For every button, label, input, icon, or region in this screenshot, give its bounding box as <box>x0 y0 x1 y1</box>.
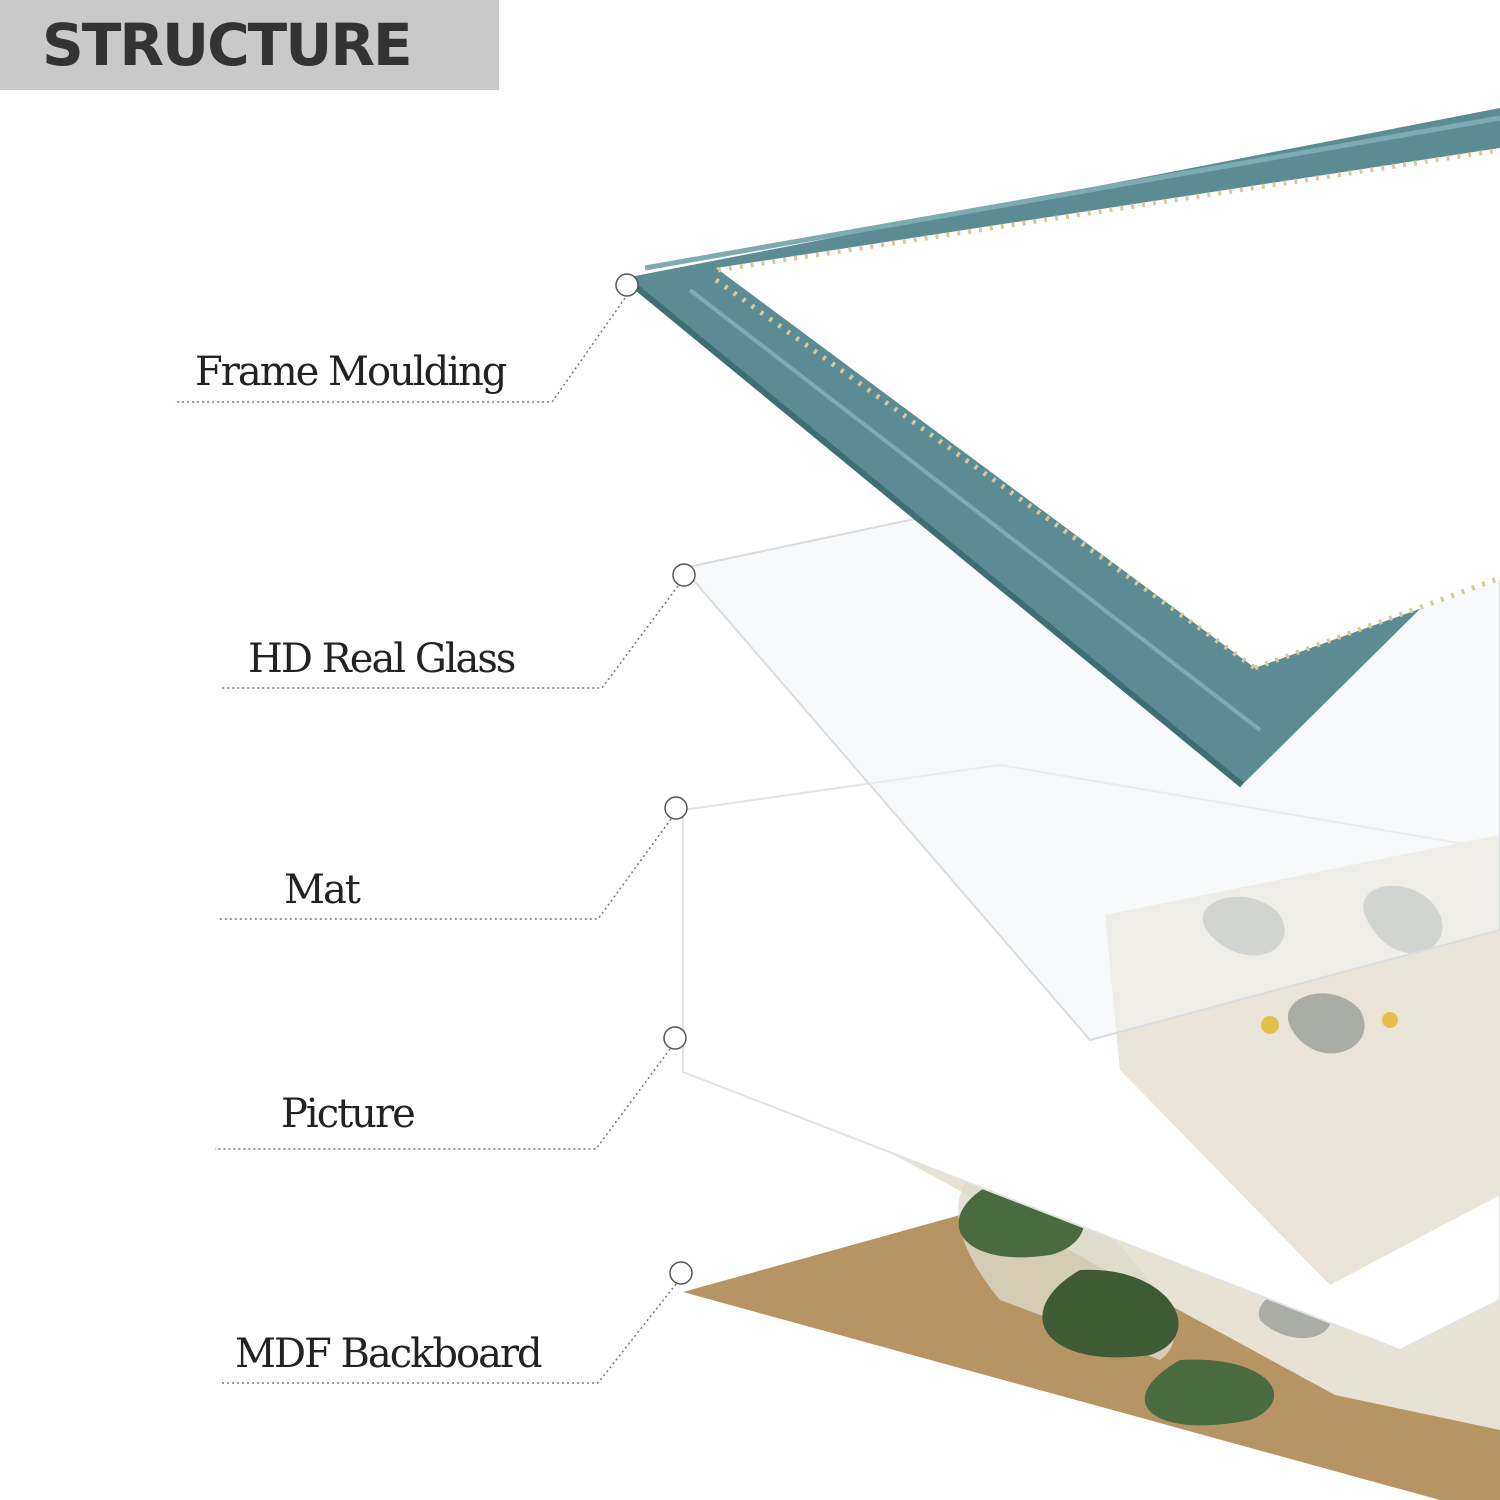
marker-mat <box>664 796 688 820</box>
callout-mdf-backboard <box>219 1261 693 1384</box>
marker-mdf-backboard <box>669 1261 693 1285</box>
marker-picture <box>663 1026 687 1050</box>
label-hd-real-glass: HD Real Glass <box>248 636 516 682</box>
marker-hd-glass <box>672 563 696 587</box>
callout-frame-moulding <box>174 273 639 403</box>
label-picture: Picture <box>281 1091 416 1137</box>
callout-picture <box>215 1026 687 1150</box>
label-mat: Mat <box>284 867 361 913</box>
callout-mat <box>219 796 688 920</box>
marker-frame-moulding <box>615 273 639 297</box>
label-frame-moulding: Frame Moulding <box>195 349 507 395</box>
page-title: STRUCTURE <box>42 11 413 79</box>
callout-hd-glass <box>222 563 696 689</box>
frame-moulding <box>623 108 1500 788</box>
title-banner: STRUCTURE <box>0 0 499 90</box>
label-mdf-backboard: MDF Backboard <box>235 1331 543 1377</box>
